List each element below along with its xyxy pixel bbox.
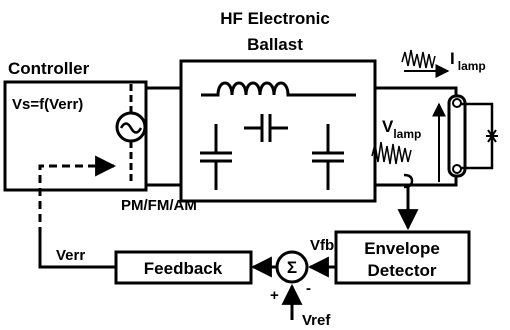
control-signal-dashed-path [38, 164, 98, 235]
envelope-label-line1: Envelope [364, 239, 440, 258]
feedback-label: Feedback [144, 259, 223, 278]
ballast-box [179, 59, 377, 203]
verr-wire [38, 235, 116, 269]
v-lamp-label: Vlamp [382, 117, 421, 141]
sigma-symbol: Σ [287, 258, 297, 277]
controller-label: Controller [8, 59, 90, 78]
lamp-bottom-wire [376, 176, 458, 187]
lamp-top-electrode [452, 98, 462, 108]
lamp-top-wire [376, 86, 458, 96]
ballast-title-line1: HF Electronic [220, 9, 330, 28]
ballast-title-line2: Ballast [247, 35, 303, 54]
current-sensor-icon [403, 173, 414, 189]
voltage-waveform-icon [371, 141, 412, 165]
inductor-icon [201, 81, 356, 97]
right-shunt-capacitor-icon [312, 124, 344, 190]
envelope-detector-box [334, 230, 471, 285]
envelope-label-line2: Detector [368, 261, 437, 280]
vref-label: Vref [302, 312, 331, 329]
sine-icon [119, 122, 143, 134]
minus-sign: - [306, 280, 311, 297]
starter-icon [486, 129, 498, 143]
vfb-label: Vfb [310, 237, 334, 254]
left-shunt-capacitor-icon [200, 124, 232, 190]
verr-label: Verr [56, 247, 85, 264]
lamp-tube [447, 94, 467, 178]
plus-sign: + [270, 287, 279, 304]
controller-box [3, 80, 148, 192]
vs-formula: Vs=f(Verr) [12, 96, 83, 113]
series-capacitor-icon [244, 114, 288, 142]
lamp-bottom-electrode [452, 164, 462, 174]
current-waveform-icon [401, 49, 436, 69]
modulation-label: PM/FM/AM [121, 197, 197, 214]
